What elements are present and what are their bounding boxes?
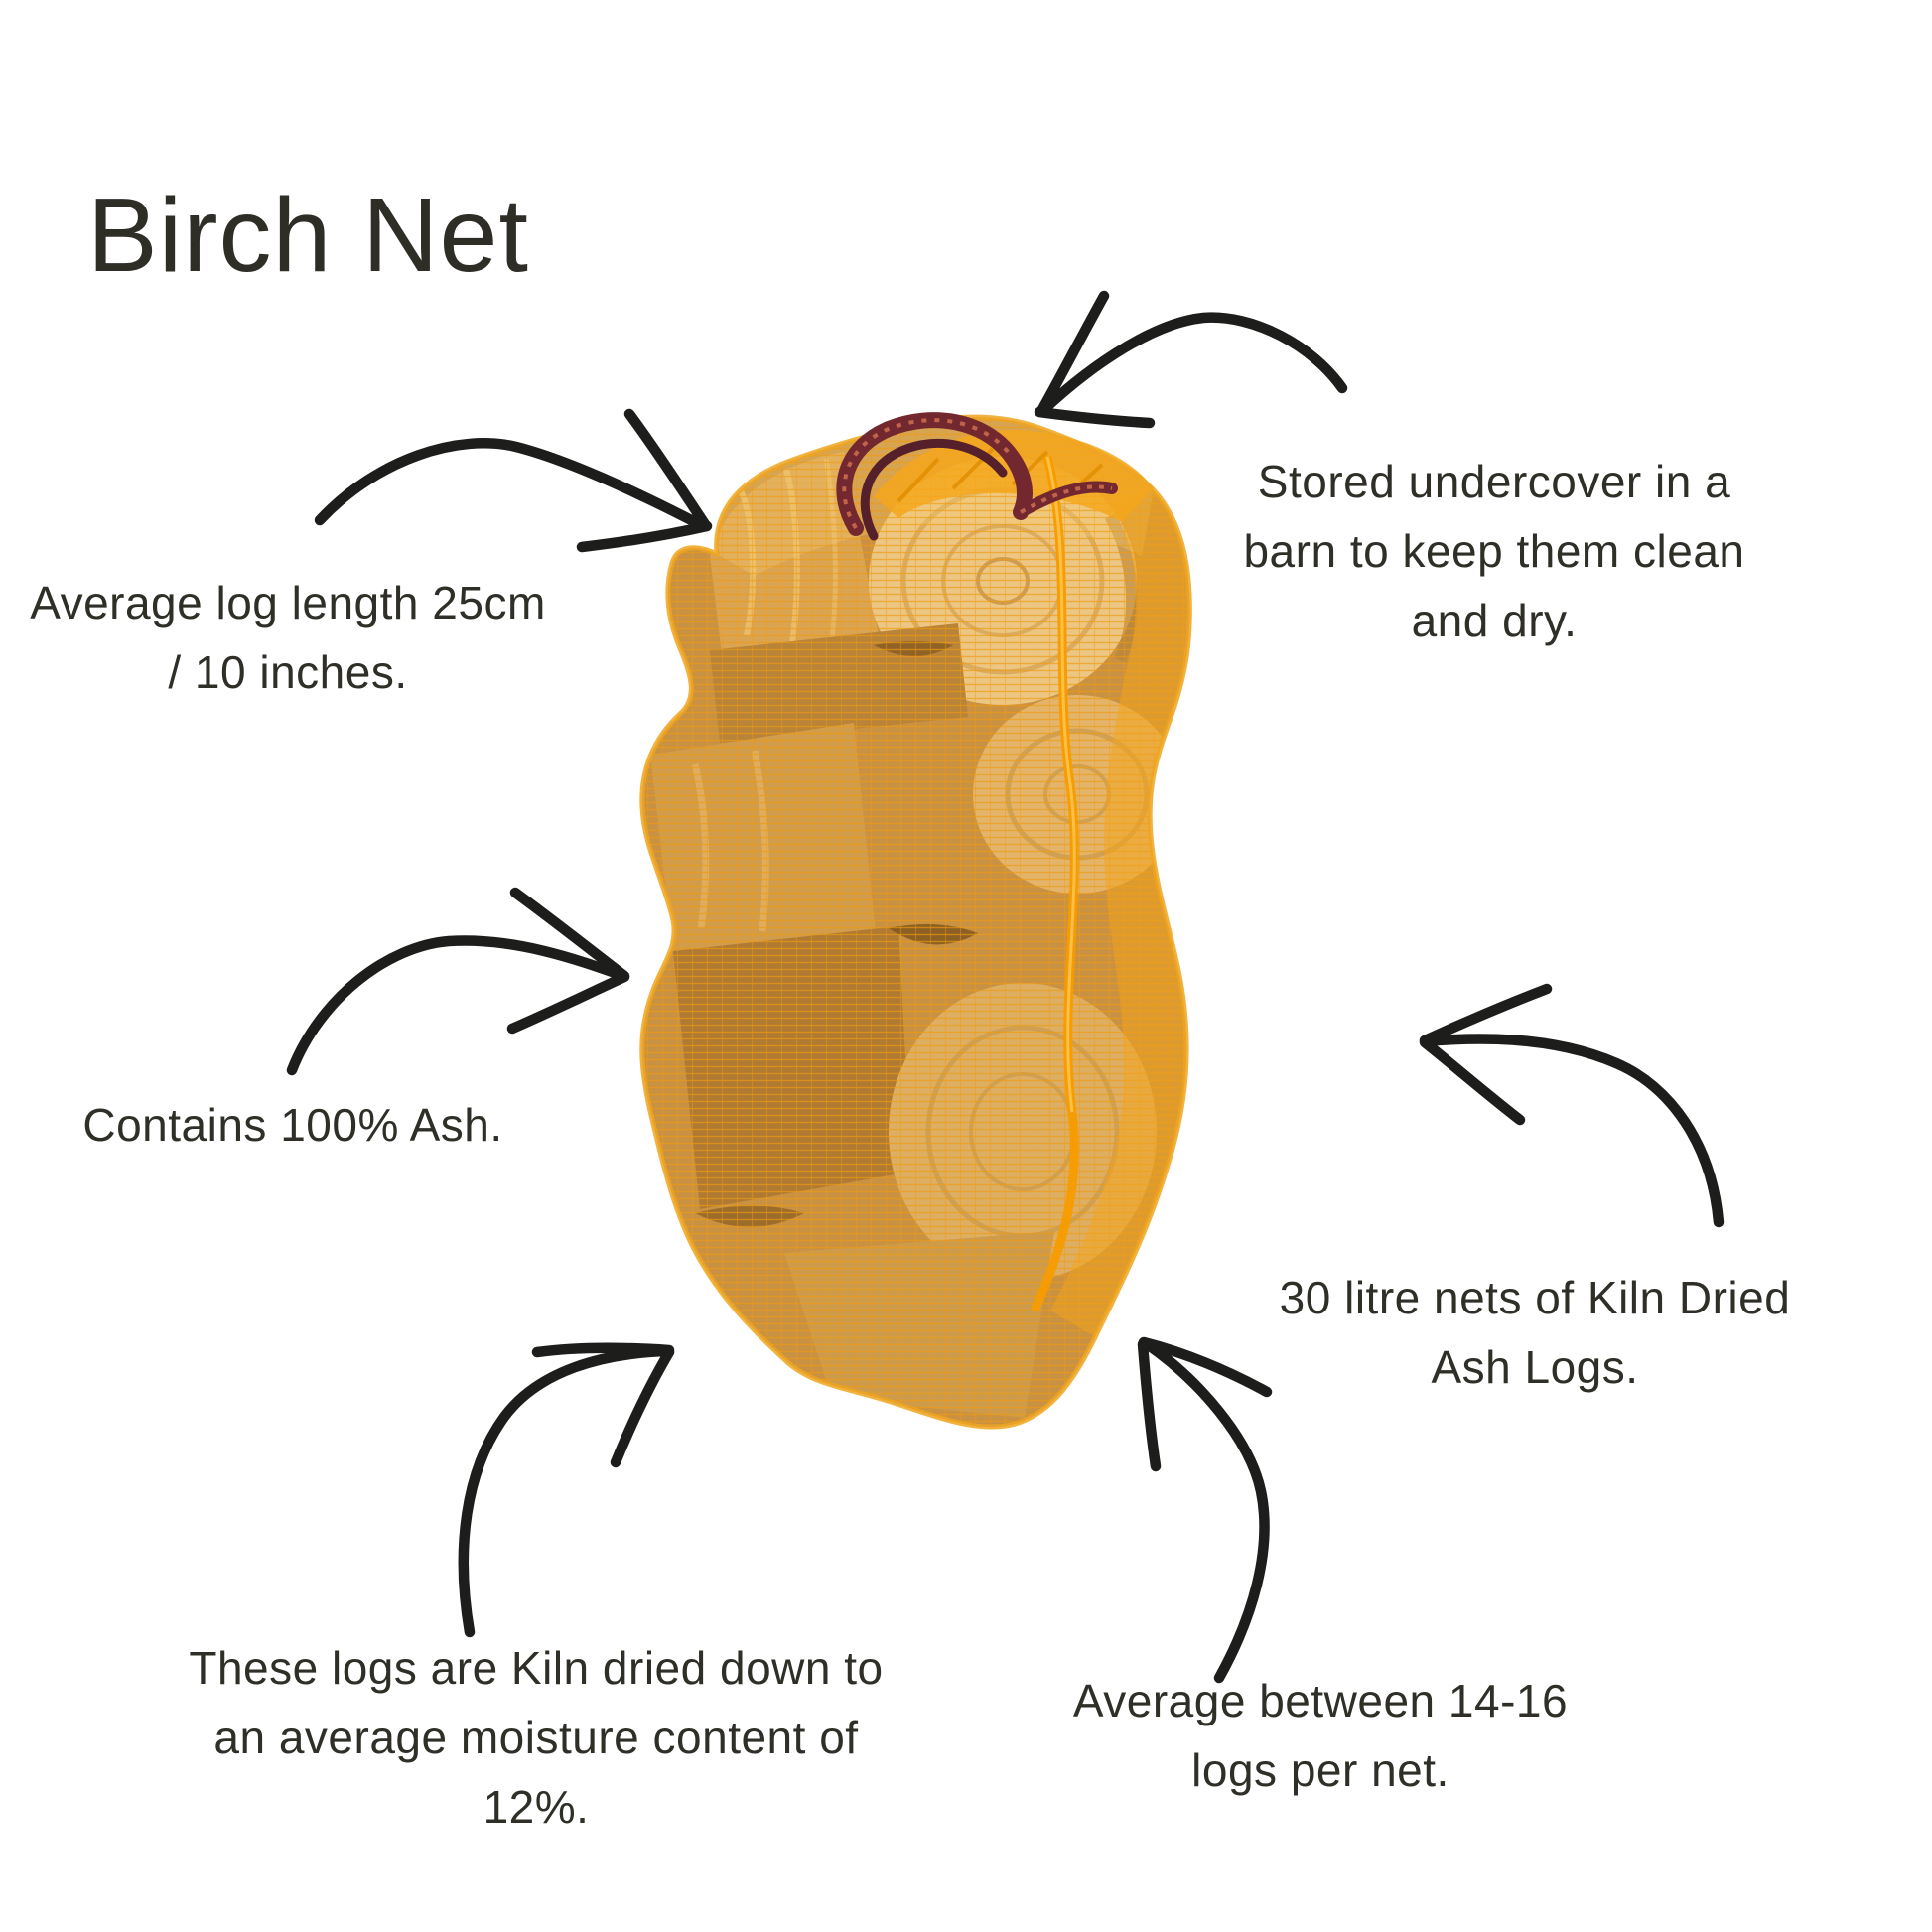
arrow-middle-right <box>1419 983 1725 1228</box>
annotation-log-count: Average between 14-16 logs per net. <box>1072 1675 1569 1796</box>
arrow-top-right <box>1034 290 1348 429</box>
arrow-top-left <box>314 408 713 553</box>
annotation-moisture: These logs are Kiln dried down to an ave… <box>189 1642 884 1833</box>
page-title: Birch Net <box>87 177 529 295</box>
annotation-storage: Stored undercover in a barn to keep them… <box>1243 456 1745 646</box>
annotation-log-length: Average log length 25cm / 10 inches. <box>30 577 546 698</box>
annotation-arrows <box>286 290 1725 1684</box>
arrow-middle-left <box>286 887 630 1076</box>
arrow-bottom-left <box>458 1342 675 1638</box>
product-photo-net-bag <box>639 412 1192 1430</box>
bag-handle <box>836 412 1118 541</box>
net-edge <box>639 414 1192 1430</box>
annotation-species: Contains 100% Ash. <box>82 1099 503 1151</box>
arrow-bottom-right <box>1137 1336 1273 1684</box>
annotation-volume: 30 litre nets of Kiln Dried Ash Logs. <box>1279 1272 1791 1393</box>
